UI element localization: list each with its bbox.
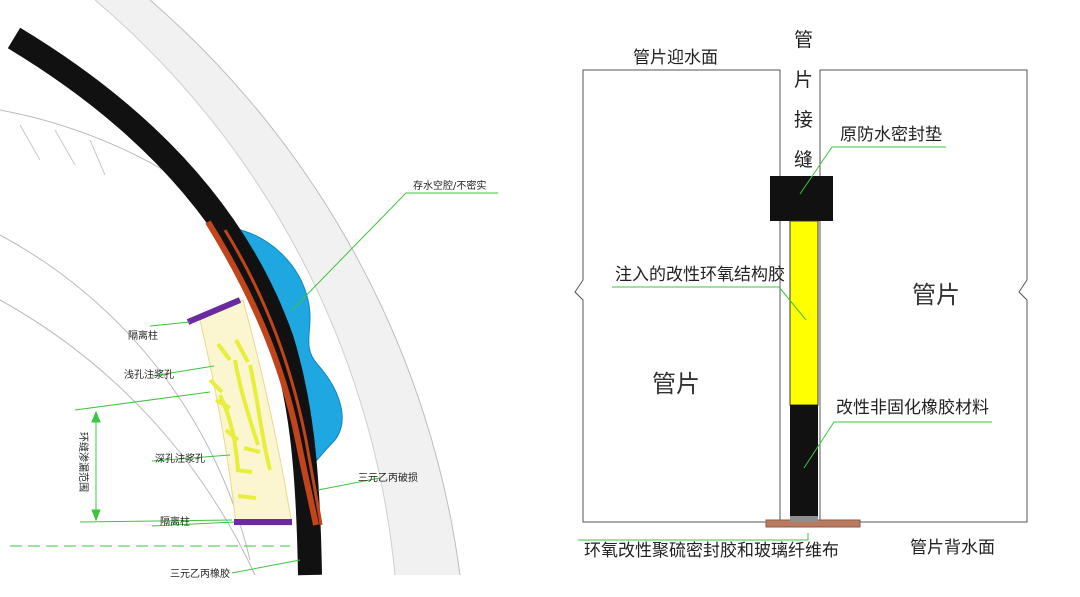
label-downstream-face: 管片背水面 <box>910 538 995 558</box>
bottom-seal-cap <box>790 516 818 522</box>
inner-arc-2 <box>0 234 251 561</box>
right-joint-diagram: 管片迎水面 管 片 接 缝 原防水密封垫 注入的改性环氧结构胶 管片 管片 改性… <box>574 29 1028 561</box>
epdm-strip-outer <box>223 229 323 526</box>
radial-ticks <box>19 124 106 176</box>
label-bottom-seal: 环氧改性聚硫密封胶和玻璃纤维布 <box>584 541 839 561</box>
modified-rubber-fill <box>790 405 818 522</box>
label-segment-right: 管片 <box>912 281 960 309</box>
injected-epoxy <box>789 220 819 406</box>
soil-band <box>95 0 460 575</box>
grout-pipes <box>208 339 272 500</box>
label-shallow-grout-hole: 浅孔注浆孔 <box>124 368 174 381</box>
label-joint-char-1: 管 <box>794 29 813 51</box>
label-epdm-rubber: 三元乙丙橡胶 <box>170 567 230 580</box>
label-joint-char-3: 接 <box>794 109 813 131</box>
label-water-cavity: 存水空腔/不密实 <box>413 179 486 192</box>
seal-range-dimension <box>74 391 233 523</box>
label-isolation-column-bottom: 隔离柱 <box>160 515 190 528</box>
isolation-column-top <box>186 297 242 325</box>
epdm-strip <box>205 220 319 526</box>
label-upstream-face: 管片迎水面 <box>633 48 718 68</box>
label-seal-range: 环缝渗漏范围 <box>77 432 90 492</box>
segment-left-outline <box>574 69 781 523</box>
label-deep-grout-hole: 深孔注浆孔 <box>155 452 205 465</box>
label-isolation-column-top: 隔离柱 <box>128 329 158 342</box>
original-gasket <box>770 176 833 221</box>
label-original-gasket: 原防水密封垫 <box>840 125 942 145</box>
soil-inner-edge <box>94 0 396 576</box>
right-leaders <box>578 146 992 541</box>
left-repair-diagram: 存水空腔/不密实 隔离柱 浅孔注浆孔 环缝渗漏范围 深孔注浆孔 三元乙丙破损 隔… <box>0 0 498 580</box>
left-leaders <box>149 192 498 574</box>
label-epdm-damaged: 三元乙丙破损 <box>358 471 418 484</box>
label-modified-rubber: 改性非固化橡胶材料 <box>836 398 989 418</box>
label-joint-char-2: 片 <box>794 69 813 91</box>
soil-outer-edge <box>149 0 461 576</box>
label-joint-char-4: 缝 <box>794 149 813 171</box>
label-injected-epoxy: 注入的改性环氧结构胶 <box>615 265 785 285</box>
label-segment-left: 管片 <box>652 370 700 398</box>
inner-arc-3 <box>0 299 256 576</box>
